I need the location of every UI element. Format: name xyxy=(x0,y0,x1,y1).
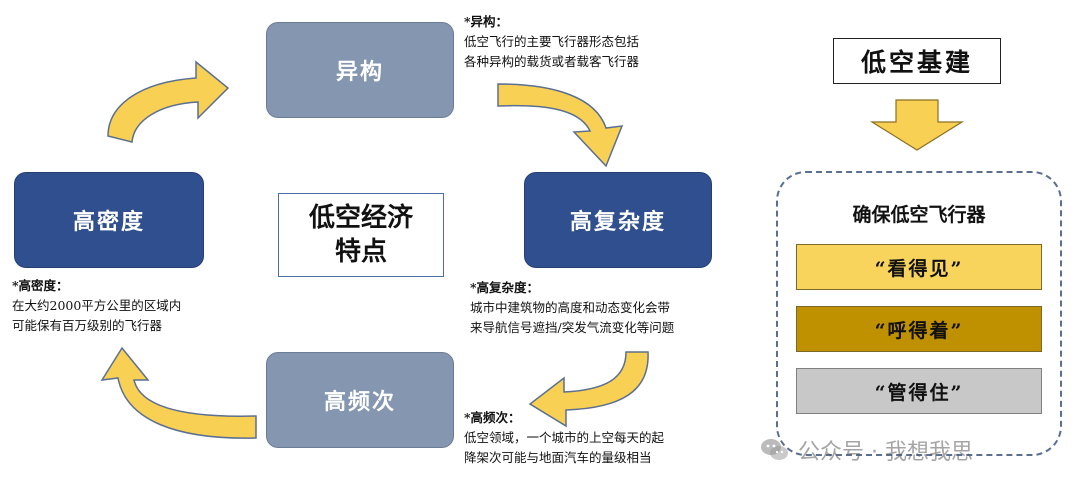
pill-visible: “看得见” xyxy=(796,244,1042,290)
node-heterogeneous: 异构 xyxy=(266,22,454,118)
arrow-right-to-bottom xyxy=(528,351,649,428)
note-heterogeneous-head: *异构： xyxy=(464,14,509,29)
node-heterogeneous-label: 异构 xyxy=(335,59,384,85)
wechat-icon xyxy=(761,439,788,460)
node-high-complexity: 高复杂度 xyxy=(524,172,712,268)
arrow-left-to-top xyxy=(107,60,230,143)
node-high-complexity-label: 高复杂度 xyxy=(569,209,666,235)
note-high-frequency-line: 降架次可能与地面汽车的量级相当 xyxy=(464,450,652,465)
center-title: 低空经济 特点 xyxy=(278,193,444,277)
note-high-frequency-head: *高频次： xyxy=(464,410,521,425)
pill-reachable: “呼得着” xyxy=(796,306,1042,352)
center-title-line2: 特点 xyxy=(334,237,387,267)
note-high-frequency: *高频次： 低空领域，一个城市的上空每天的起 降架次可能与地面汽车的量级相当 xyxy=(464,408,664,468)
node-high-frequency-label: 高频次 xyxy=(323,389,396,415)
down-arrow-infra xyxy=(869,99,965,151)
center-title-line1: 低空经济 xyxy=(308,203,413,233)
pill-reachable-label: “呼得着” xyxy=(874,319,964,342)
watermark: 公众号 · 我想我思 xyxy=(760,430,973,470)
note-high-complexity-line: 城市中建筑物的高度和动态变化会带 xyxy=(470,300,671,315)
note-high-density: *高密度： 在大约2000平方公里的区域内 可能保有百万级别的飞行器 xyxy=(12,276,181,336)
note-heterogeneous-line: 低空飞行的主要飞行器形态包括 xyxy=(464,34,640,49)
arrow-top-to-right xyxy=(497,83,624,168)
pill-controllable: “管得住” xyxy=(796,368,1042,414)
note-high-complexity-head: *高复杂度： xyxy=(470,280,540,295)
infra-panel-title: 确保低空飞行器 xyxy=(852,204,986,226)
note-heterogeneous: *异构： 低空飞行的主要飞行器形态包括 各种异构的载货或者载客飞行器 xyxy=(464,12,639,72)
note-high-complexity: *高复杂度： 城市中建筑物的高度和动态变化会带 来导航信号遮挡/突发气流变化等问… xyxy=(470,278,674,338)
node-high-density: 高密度 xyxy=(14,172,204,268)
watermark-text: 公众号 · 我想我思 xyxy=(798,440,973,465)
infra-panel xyxy=(776,171,1062,456)
note-high-frequency-line: 低空领域，一个城市的上空每天的起 xyxy=(464,430,665,445)
node-high-density-label: 高密度 xyxy=(72,209,145,235)
arrow-bottom-to-left xyxy=(100,346,257,439)
note-high-complexity-line: 来导航信号遮挡/突发气流变化等问题 xyxy=(470,320,675,335)
pill-visible-label: “看得见” xyxy=(874,257,964,280)
note-heterogeneous-line: 各种异构的载货或者载客飞行器 xyxy=(464,54,640,69)
note-high-density-line: 可能保有百万级别的飞行器 xyxy=(12,318,163,333)
node-high-frequency: 高频次 xyxy=(266,352,454,448)
note-high-density-line: 在大约2000平方公里的区域内 xyxy=(12,298,182,313)
infra-title: 低空基建 xyxy=(833,38,1001,84)
pill-controllable-label: “管得住” xyxy=(874,381,964,404)
note-high-density-head: *高密度： xyxy=(12,278,69,293)
